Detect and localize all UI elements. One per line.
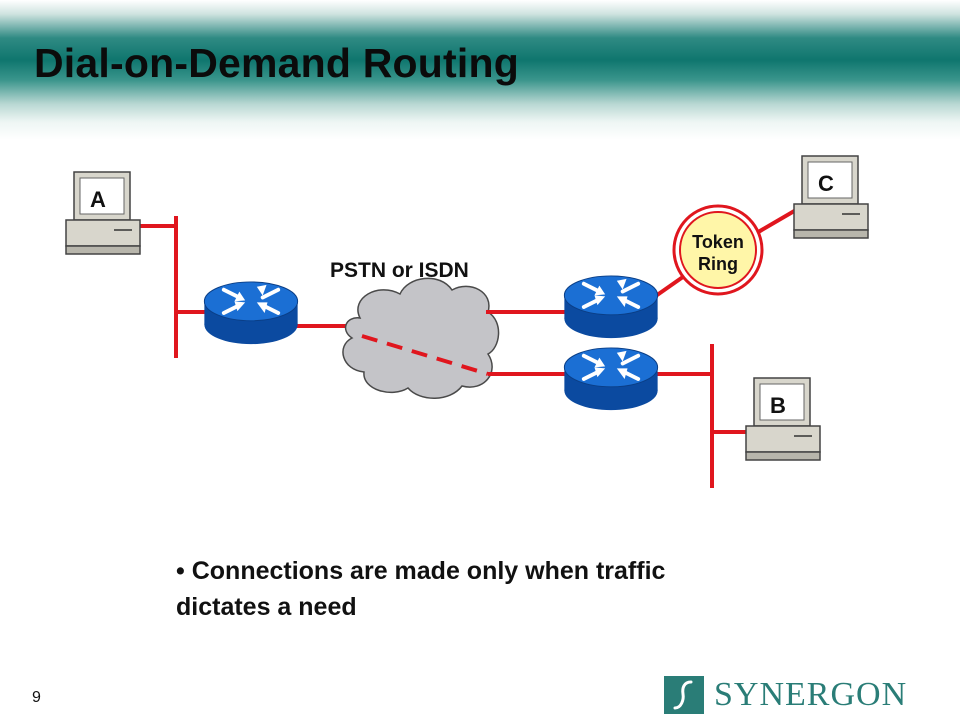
title-band	[0, 0, 960, 140]
router-b-icon	[562, 346, 660, 413]
host-a-label: A	[90, 187, 106, 212]
cloud-label: PSTN or ISDN	[330, 259, 469, 282]
router-c-icon	[562, 274, 660, 341]
router-a-icon	[202, 280, 300, 347]
page-title: Dial-on-Demand Routing	[34, 40, 519, 86]
dialup-link	[361, 334, 489, 376]
page-number: 9	[32, 689, 41, 706]
host-c-computer-icon	[793, 155, 869, 239]
pstn-cloud	[342, 277, 500, 399]
bullet-text: Connections are made only when traffic d…	[176, 557, 666, 621]
host-c-label: C	[818, 171, 834, 196]
synergon-logo: SYNERGON	[664, 676, 907, 714]
synergon-s-icon	[664, 676, 704, 714]
host-a-computer-icon	[65, 171, 141, 255]
token-ring-label-line1: Token	[692, 232, 744, 252]
token-ring-label-line2: Ring	[698, 254, 738, 274]
logo-text: SYNERGON	[714, 676, 908, 713]
token-ring-icon	[672, 204, 764, 296]
host-b-label: B	[770, 393, 786, 418]
bullet-point: • Connections are made only when traffic…	[176, 553, 736, 625]
host-b-computer-icon	[745, 377, 821, 461]
bullet-marker: •	[176, 557, 185, 585]
